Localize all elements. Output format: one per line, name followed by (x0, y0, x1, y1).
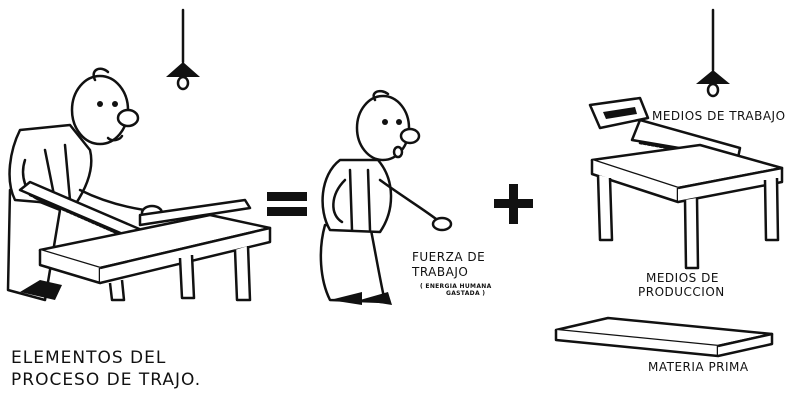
hanging-lamp-icon-right (696, 8, 730, 98)
label-medios-produccion-line1: MEDIOS DE (646, 271, 719, 285)
table-icon (590, 143, 784, 270)
worker-figure (319, 89, 453, 305)
hanging-lamp-icon-left (166, 8, 200, 91)
label-materia-prima: MATERIA PRIMA (648, 360, 749, 374)
label-fuerza-line2: TRABAJO (412, 265, 469, 279)
label-fuerza-line1: FUERZA DE (412, 250, 486, 264)
label-fuerza-sub1: ( ENERGIA HUMANA (420, 283, 492, 290)
label-medios-de-trabajo: MEDIOS DE TRABAJO (652, 109, 786, 123)
label-medios-produccion-line2: PRODUCCION (638, 285, 725, 299)
caption-line2: PROCESO DE TRAJO. (11, 370, 202, 390)
caption-line1: ELEMENTOS DEL (11, 348, 167, 368)
plus-sign (494, 184, 533, 224)
equals-sign (267, 192, 307, 216)
plank-icon (554, 316, 774, 358)
left-workbench (38, 198, 272, 302)
label-fuerza-sub2: GASTADA ) (446, 290, 486, 297)
